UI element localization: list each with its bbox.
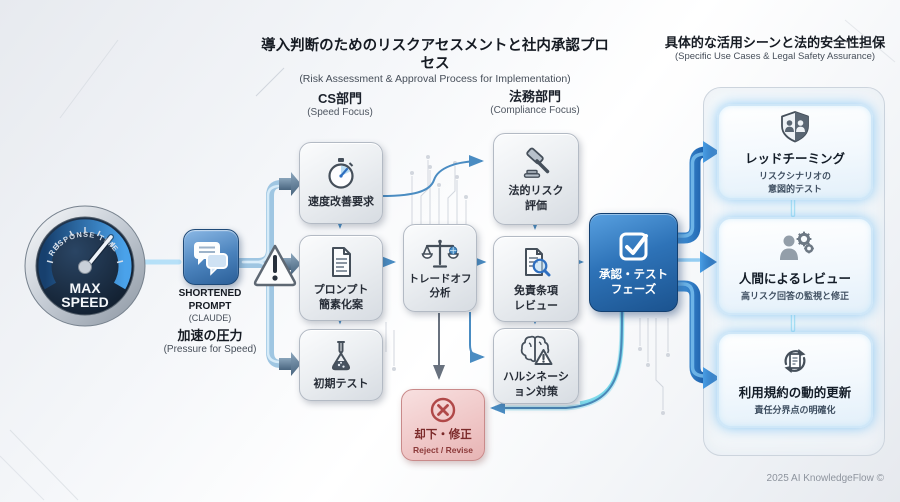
- node-prompt-simplify: プロンプト 簡素化案: [299, 235, 383, 321]
- outcome-human-review: 人間によるレビュー 高リスク回答の監視と修正: [717, 217, 873, 315]
- node-label: 却下・修正: [414, 428, 472, 441]
- node-legal-risk: 法的リスク 評価: [493, 133, 579, 225]
- outcome-subtitle: 責任分界点の明確化: [754, 405, 836, 416]
- node-sublabel: Reject / Revise: [412, 445, 473, 456]
- legal-column-title: 法務部門: [508, 89, 561, 104]
- cs-column-header: CS部門 (Speed Focus): [290, 88, 390, 118]
- document-search-icon: [518, 245, 554, 281]
- gavel-icon: [518, 145, 554, 181]
- brain-warning-icon: [518, 333, 554, 367]
- outcome-terms-update: 利用規約の動的更新 責任分界点の明確化: [717, 332, 873, 428]
- node-tradeoff-analysis: トレードオフ 分析: [403, 224, 477, 312]
- node-label: 承認・テスト フェーズ: [599, 269, 668, 296]
- shortened-prompt-label: SHORTENED PROMPT: [178, 288, 242, 312]
- shield-people-icon: [776, 109, 814, 145]
- node-speed-request: 速度改善要求: [299, 142, 383, 224]
- person-gears-icon: [775, 229, 815, 265]
- flask-icon: [323, 338, 359, 374]
- node-label: プロンプト 簡素化案: [313, 284, 369, 311]
- scales-icon: [421, 236, 459, 270]
- outcome-title: 人間によるレビュー: [738, 272, 852, 287]
- document-refresh-icon: [775, 343, 815, 379]
- cs-column-title: CS部門: [317, 91, 363, 106]
- outcome-subtitle: リスクシナリオの 意図的テスト: [758, 171, 831, 194]
- pressure-warning: [252, 242, 298, 288]
- node-label: 法的リスク 評価: [508, 185, 564, 212]
- node-reject-revise: 却下・修正 Reject / Revise: [401, 389, 485, 461]
- node-label: ハルシネーシ ョン対策: [503, 371, 569, 398]
- gauge-label-line1: MAX: [69, 280, 101, 296]
- legal-column-subtitle: (Compliance Focus): [490, 105, 580, 116]
- node-initial-test: 初期テスト: [299, 329, 383, 401]
- main-title: 導入判断のためのリスクアセスメントと社内承認プロセス: [261, 38, 609, 73]
- right-subtitle: (Specific Use Cases & Legal Safety Assur…: [674, 51, 876, 63]
- outcome-title: レッドチーミング: [744, 152, 845, 167]
- node-disclaimer-review: 免責条項 レビュー: [493, 236, 579, 322]
- shortened-prompt-subtitle: (CLAUDE): [188, 313, 232, 323]
- footer-credit: 2025 AI KnowledgeFlow ©: [766, 473, 884, 484]
- right-title: 具体的な活用シーンと法的安全性担保: [664, 35, 886, 50]
- x-circle-icon: [428, 395, 458, 425]
- node-label: 速度改善要求: [308, 196, 374, 209]
- stopwatch-icon: [323, 156, 359, 192]
- checkbox-icon: [615, 227, 653, 265]
- node-label: 免責条項 レビュー: [514, 285, 558, 312]
- main-subtitle: (Risk Assessment & Approval Process for …: [299, 73, 571, 86]
- outcome-title: 利用規約の動的更新: [738, 386, 852, 401]
- gauge-label-line2: SPEED: [61, 294, 108, 310]
- legal-column-header: 法務部門 (Compliance Focus): [481, 86, 589, 116]
- node-hallucination: ハルシネーシ ョン対策: [493, 328, 579, 404]
- outcome-red-teaming: レッドチーミング リスクシナリオの 意図的テスト: [717, 104, 873, 200]
- pressure-label-en: (Pressure for Speed): [163, 344, 257, 356]
- warning-triangle-icon: [253, 244, 297, 287]
- document-icon: [323, 244, 359, 280]
- pressure-label-jp: 加速の圧力: [177, 328, 243, 343]
- node-label: トレードオフ 分析: [408, 272, 472, 299]
- node-approval-test: 承認・テスト フェーズ: [589, 213, 678, 312]
- speedometer-gauge: RESPONSE TIME MAX SPEED: [22, 203, 148, 329]
- speedometer-icon: RESPONSE TIME MAX SPEED: [24, 205, 146, 327]
- node-label: 初期テスト: [313, 378, 369, 391]
- cs-column-subtitle: (Speed Focus): [307, 107, 373, 118]
- chat-bubbles-icon: [194, 242, 228, 276]
- shortened-prompt-node: [183, 229, 239, 285]
- outcome-subtitle: 高リスク回答の監視と修正: [740, 291, 849, 302]
